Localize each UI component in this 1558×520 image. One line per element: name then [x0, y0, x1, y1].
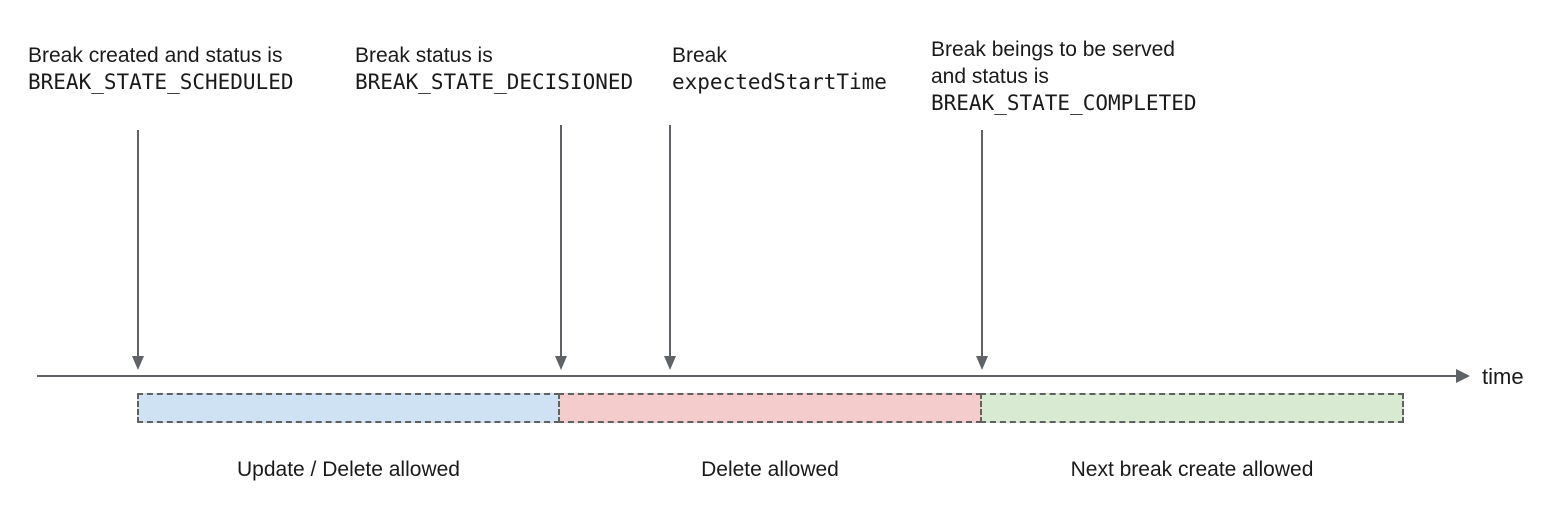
segment-label-update-delete: Update / Delete allowed — [237, 458, 460, 481]
annotation-break-scheduled: Break created and status is BREAK_STATE_… — [28, 42, 294, 96]
annotation-field-code: expectedStartTime — [672, 70, 887, 94]
down-arrow-line-3 — [669, 125, 671, 356]
annotation-text: Break status is — [355, 44, 493, 67]
segment-update-delete-allowed — [137, 393, 560, 423]
segment-next-break-create — [980, 393, 1404, 423]
down-arrow-head-icon-3 — [664, 356, 676, 370]
time-axis-line — [37, 375, 1456, 377]
segment-label-delete: Delete allowed — [701, 458, 839, 481]
segment-label-next-create: Next break create allowed — [1070, 458, 1314, 481]
annotation-state-code: BREAK_STATE_SCHEDULED — [28, 70, 294, 94]
down-arrow-line-4 — [981, 130, 983, 356]
down-arrow-head-icon-4 — [976, 356, 988, 370]
annotation-break-completed: Break beings to be served and status is … — [931, 36, 1197, 117]
annotation-text: and status is — [931, 65, 1049, 88]
down-arrow-line-2 — [560, 125, 562, 356]
down-arrow-line-1 — [137, 130, 139, 356]
annotation-break-decisioned: Break status is BREAK_STATE_DECISIONED — [355, 42, 633, 96]
annotation-text: Break created and status is — [28, 44, 283, 67]
down-arrow-head-icon-2 — [555, 356, 567, 370]
annotation-state-code: BREAK_STATE_DECISIONED — [355, 70, 634, 94]
down-arrow-head-icon-1 — [132, 356, 144, 370]
annotation-text: Break — [672, 44, 727, 67]
annotation-text: Break beings to be served — [931, 38, 1175, 61]
time-axis-arrowhead-icon — [1456, 369, 1470, 383]
annotation-expected-start-time: Break expectedStartTime — [672, 42, 887, 96]
time-axis-label: time — [1482, 364, 1524, 389]
annotation-state-code: BREAK_STATE_COMPLETED — [931, 91, 1197, 115]
segment-delete-allowed — [558, 393, 982, 423]
